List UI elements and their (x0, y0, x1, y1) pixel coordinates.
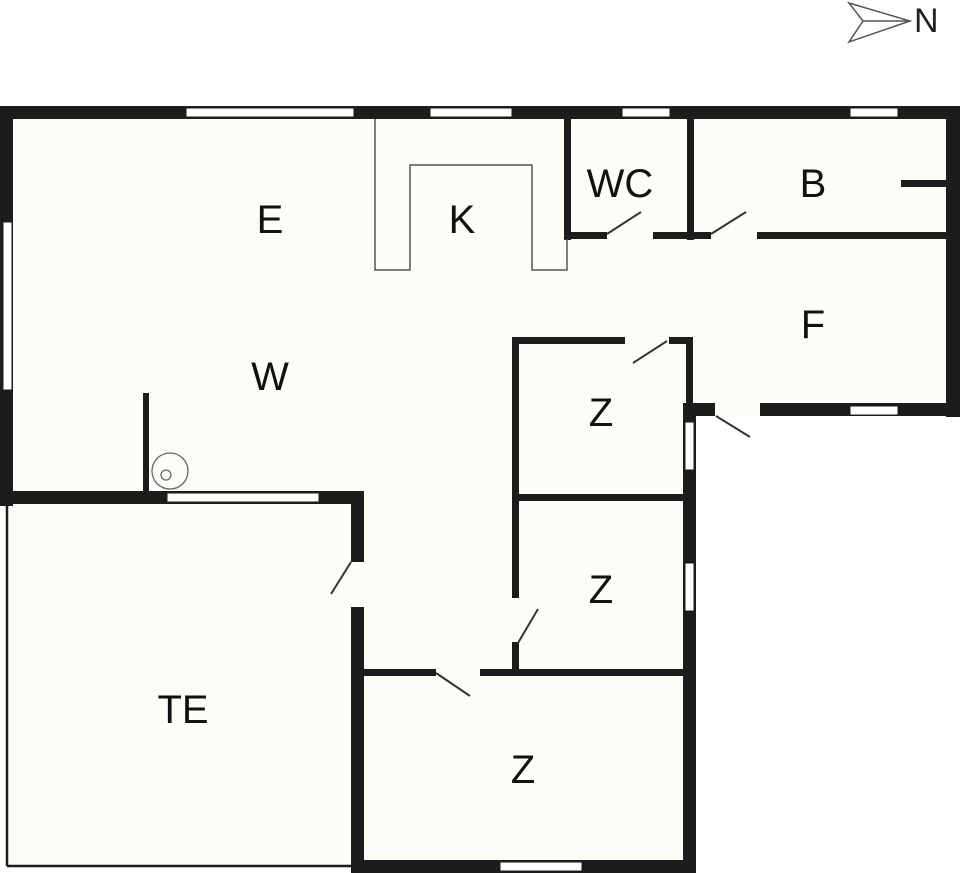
terrace-outline (5, 503, 356, 868)
room-label-z2: Z (589, 568, 613, 612)
window (499, 861, 583, 872)
window (429, 107, 513, 118)
door-wc (606, 211, 642, 235)
north-arrow-icon (846, 1, 913, 44)
window (185, 107, 355, 118)
window (621, 107, 671, 118)
window (166, 492, 320, 503)
windows (2, 107, 899, 872)
window (849, 107, 899, 118)
room-label-w: W (251, 355, 289, 399)
room-label-z3: Z (511, 748, 535, 792)
door-f-exterior (715, 415, 751, 438)
kitchen-counter (374, 119, 568, 271)
room-label-k: K (449, 198, 476, 242)
door-b (710, 211, 747, 235)
door-openings (350, 231, 760, 677)
door-z3 (435, 672, 471, 697)
room-label-z1: Z (589, 391, 613, 435)
door-z2 (517, 608, 539, 644)
window (684, 421, 695, 471)
main-floor (12, 118, 948, 862)
wood-stove-icon (151, 452, 189, 490)
floor-area (8, 118, 948, 865)
room-label-te: TE (157, 688, 208, 732)
room-labels: E K WC B F W Z Z TE Z (157, 162, 826, 792)
door-te (330, 561, 352, 595)
room-label-wc: WC (587, 162, 654, 206)
room-label-b: B (800, 162, 827, 206)
door-swings (330, 211, 751, 697)
terrace-floor (8, 505, 358, 865)
door-z1 (632, 340, 668, 364)
room-label-e: E (257, 198, 284, 242)
window (684, 562, 695, 612)
window (2, 221, 13, 391)
window (849, 405, 899, 416)
room-label-f: F (801, 303, 825, 347)
north-label: N (914, 2, 939, 40)
